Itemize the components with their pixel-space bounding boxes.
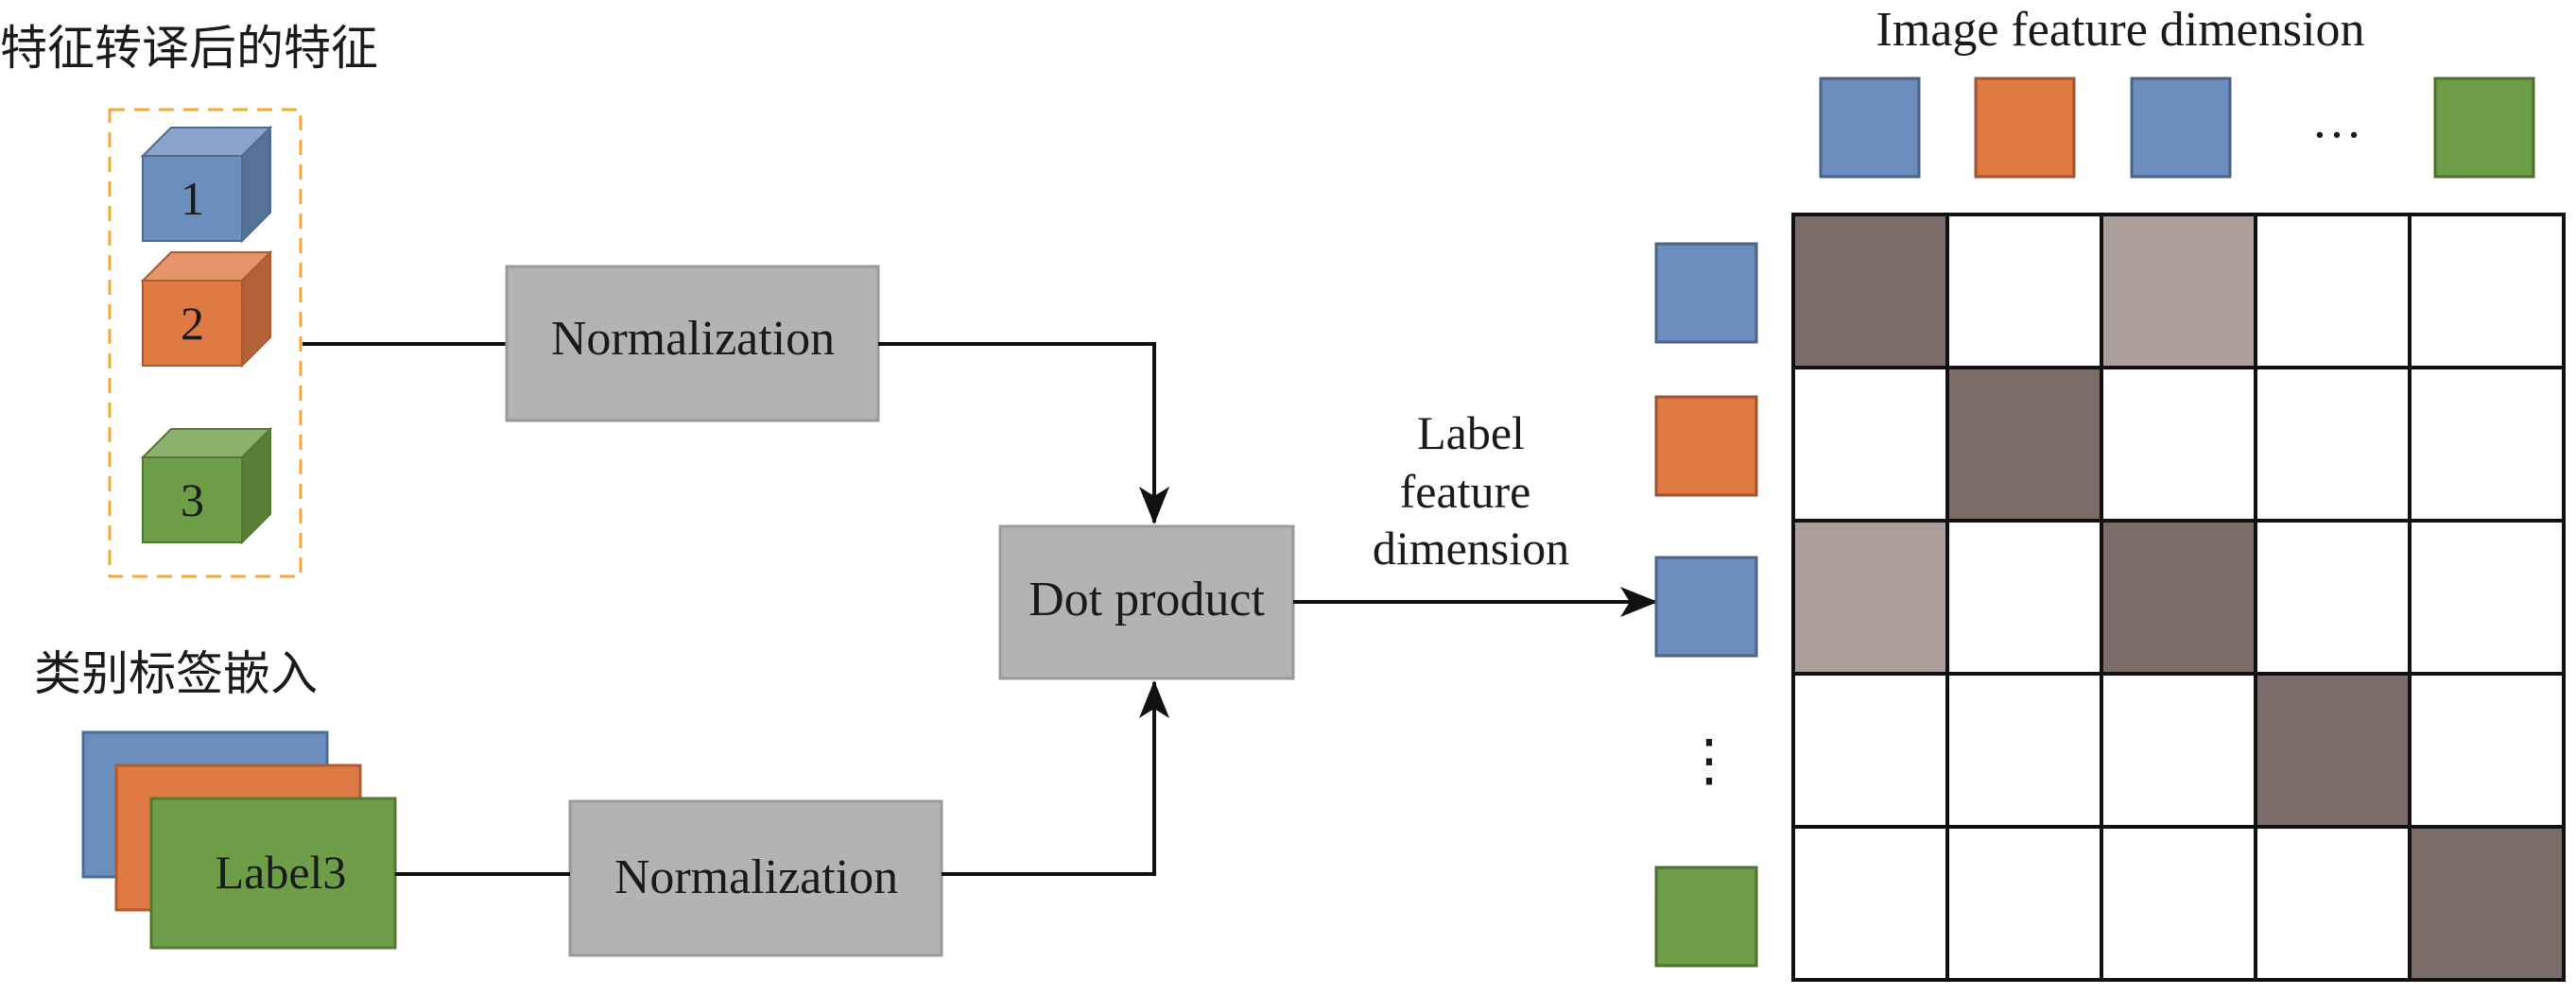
- arrow-label-line-3: dimension: [1373, 522, 1569, 575]
- normalization-bottom-text: Normalization: [614, 850, 898, 904]
- row-header-swatch: [1654, 395, 1758, 497]
- matrix-cell-white: [1791, 825, 1949, 982]
- normalization-bottom-box: [568, 799, 943, 957]
- matrix-cell-white: [2100, 672, 2257, 829]
- cube-label: 2: [181, 297, 204, 350]
- feature-group-dashed-border: [108, 108, 303, 578]
- dot-product-text: Dot product: [1029, 573, 1265, 626]
- feature-cubes: 1 2 3: [140, 125, 273, 545]
- feature-cube-1: 1: [140, 125, 273, 244]
- matrix-cell-white: [1945, 213, 2103, 369]
- matrix-cell-white: [1791, 366, 1949, 523]
- matrix-cell-light: [2100, 213, 2257, 369]
- column-header-swatch: [1974, 77, 2076, 179]
- row-headers: ⋮: [1654, 242, 1758, 968]
- matrix-cell-white: [2100, 825, 2257, 982]
- matrix-cell-white: [2254, 825, 2412, 982]
- matrix-cell-white: [2100, 366, 2257, 523]
- matrix-cell-white: [2254, 519, 2412, 676]
- feature-cube-3: 3: [140, 426, 273, 545]
- matrix-cell-light: [1791, 519, 1949, 676]
- arrow-label-line-2: feature: [1400, 465, 1531, 518]
- column-header-swatch: [2433, 77, 2535, 179]
- matrix-cell-dark: [2100, 519, 2257, 676]
- row-header-swatch: [1654, 866, 1758, 968]
- column-ellipsis: …: [2311, 92, 2362, 148]
- matrix-cell-white: [1945, 519, 2103, 676]
- embedding-title: 类别标签嵌入: [34, 646, 318, 701]
- matrix-cell-white: [2254, 213, 2412, 369]
- cube-front-face: [142, 280, 243, 367]
- matrix-cell-dark: [2408, 825, 2566, 982]
- top-flow-arrow: [878, 342, 1169, 524]
- matrix-cell-white: [2408, 366, 2566, 523]
- label-card-text: Label3: [216, 846, 347, 899]
- feature-title: 特征转译后的特征: [0, 21, 378, 76]
- matrix-cell-dark: [1945, 366, 2103, 523]
- similarity-matrix: [1791, 213, 2566, 982]
- row-ellipsis: ⋮: [1681, 729, 1738, 792]
- cube-label: 1: [181, 172, 204, 225]
- column-header-swatch: [2130, 77, 2232, 179]
- matrix-title: Image feature dimension: [1876, 3, 2365, 57]
- matrix-cell-dark: [1791, 213, 1949, 369]
- normalization-top-box: [505, 265, 880, 422]
- row-header-swatch: [1654, 556, 1758, 658]
- matrix-cell-white: [1791, 672, 1949, 829]
- cube-front-face: [142, 456, 243, 543]
- matrix-cell-white: [1945, 672, 2103, 829]
- matrix-cell-white: [1945, 825, 2103, 982]
- bottom-flow-arrow: [942, 680, 1169, 876]
- dot-product-box: [998, 524, 1295, 680]
- cube-front-face: [142, 155, 243, 242]
- matrix-cell-white: [2408, 519, 2566, 676]
- column-header-swatch: [1819, 77, 1921, 179]
- matrix-cell-white: [2254, 366, 2412, 523]
- feature-cube-2: 2: [140, 249, 273, 369]
- column-headers: …: [1819, 77, 2535, 179]
- normalization-top-text: Normalization: [551, 312, 835, 366]
- cube-label: 3: [181, 473, 204, 526]
- matrix-cell-white: [2408, 672, 2566, 829]
- arrow-label-line-1: Label: [1417, 406, 1525, 459]
- row-header-swatch: [1654, 242, 1758, 344]
- label-card-front: [149, 797, 397, 950]
- matrix-cell-white: [2408, 213, 2566, 369]
- matrix-cell-dark: [2254, 672, 2412, 829]
